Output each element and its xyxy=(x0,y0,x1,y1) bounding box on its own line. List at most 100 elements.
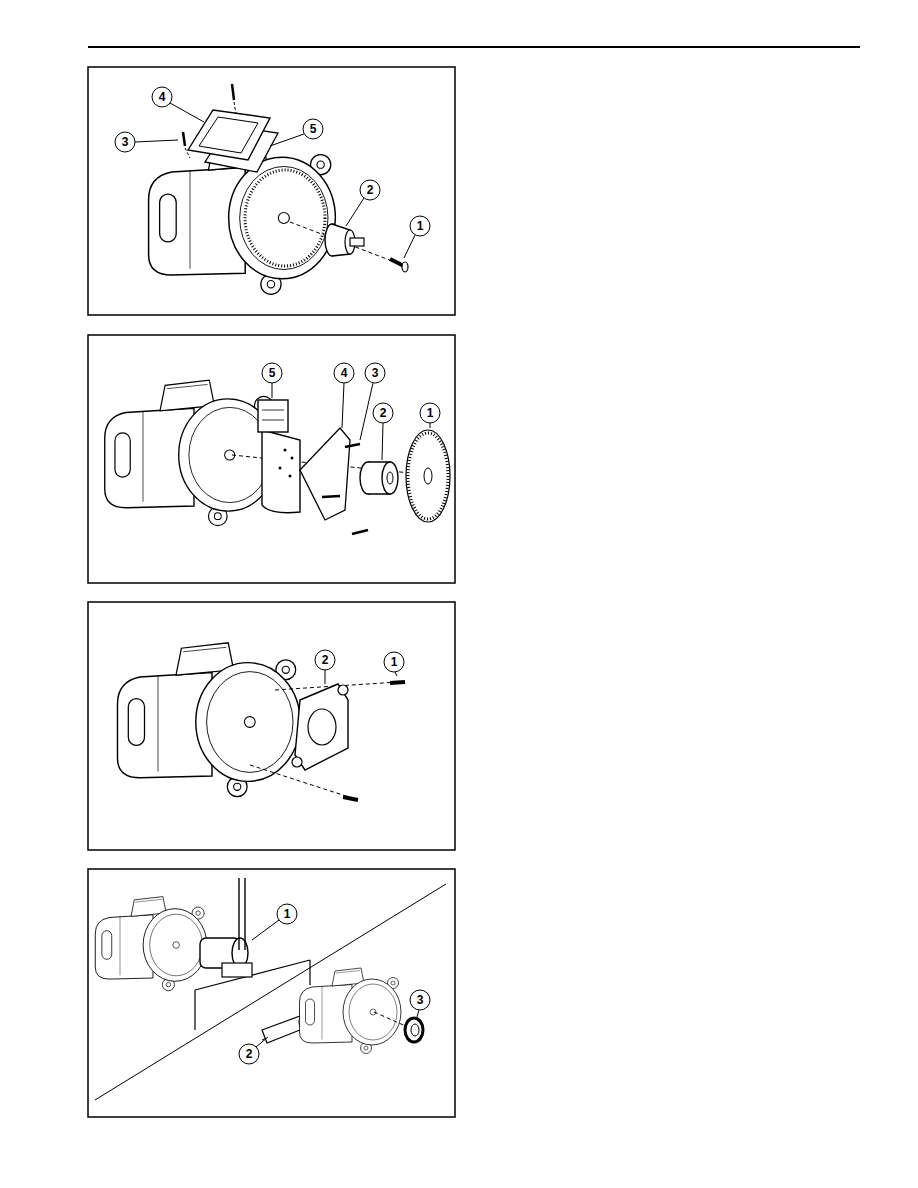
panel-four-leaders-part xyxy=(410,990,430,1010)
panel-two-leaders-part xyxy=(272,383,273,398)
panel-three-drawing-part xyxy=(292,757,302,767)
panel-three-drawing-part xyxy=(117,643,300,797)
panel-two-drawing-part xyxy=(262,410,284,420)
panel-one-drawing xyxy=(149,84,408,294)
panel-two-drawing-part xyxy=(300,428,350,520)
panel-two-leaders-part xyxy=(420,403,440,423)
panel-two-drawing-part xyxy=(406,430,450,522)
panel-two-leaders-part xyxy=(262,363,282,383)
panel-four-drawing-part xyxy=(95,897,207,991)
panel-one-drawing-part xyxy=(402,262,408,272)
panel-one-drawing-part xyxy=(234,102,236,114)
panel-one-drawing-part xyxy=(185,148,190,158)
panel-two-leaders-part xyxy=(360,383,373,440)
callout-number: 3 xyxy=(116,133,134,151)
panel-one-drawing-part xyxy=(199,117,258,153)
panel-four-drawing-part xyxy=(411,1024,419,1036)
callout-number: 3 xyxy=(411,991,429,1009)
panel-two-drawing-part-part xyxy=(291,457,294,460)
panel-two-leaders-part xyxy=(342,383,344,428)
callout-number: 2 xyxy=(240,1045,258,1063)
panel-two-leaders-part xyxy=(373,403,393,423)
panel-two-leaders-part xyxy=(430,423,431,428)
panel-three-leaders-part xyxy=(395,672,397,676)
panel-four-drawing xyxy=(95,878,446,1100)
panel-one-leaders-part xyxy=(115,132,135,152)
panel-four-leaders-part xyxy=(417,1010,419,1017)
panel-frames-part xyxy=(88,335,455,583)
panel-two-drawing-part xyxy=(352,530,368,534)
panel-one-leaders-part xyxy=(360,180,380,200)
panel-three-drawing-part xyxy=(250,765,352,798)
panel-three-drawing-part xyxy=(390,682,405,683)
panel-four-leaders-part xyxy=(252,920,279,940)
callout-number: 5 xyxy=(304,120,322,138)
panel-two-leaders-part xyxy=(365,363,385,383)
panel-three-drawing xyxy=(117,643,405,800)
panel-one-leaders-part xyxy=(346,198,364,226)
panel-four-leaders xyxy=(239,904,430,1064)
panel-two-drawing-part-part xyxy=(289,475,292,478)
panel-four-drawing-part xyxy=(244,878,245,950)
header-rule xyxy=(88,47,860,48)
panel-three-drawing-part xyxy=(338,685,348,695)
panel-four-drawing-part xyxy=(300,968,402,1054)
panel-two-drawing-part-part xyxy=(284,449,287,452)
callout-number: 3 xyxy=(366,364,384,382)
panel-four-drawing-part xyxy=(95,884,446,1100)
callout-number: 1 xyxy=(411,217,429,235)
panel-three-drawing-part xyxy=(343,797,358,800)
header-rule-part xyxy=(88,46,860,48)
panel-two-leaders-part xyxy=(382,423,383,460)
panel-two-leaders-part xyxy=(334,363,354,383)
callout-number: 1 xyxy=(278,905,296,923)
panel-frames-part xyxy=(88,602,455,850)
panel-three-drawing-part xyxy=(308,709,336,745)
panel-one-drawing-part xyxy=(290,222,400,264)
panel-four-drawing-part xyxy=(405,1018,423,1042)
panel-four-drawing-part xyxy=(262,1016,305,1043)
panel-two-leaders xyxy=(262,363,440,460)
panel-one-drawing-part xyxy=(350,238,364,246)
panel-three-leaders-part xyxy=(325,670,326,684)
panel-one-drawing-part xyxy=(245,170,325,266)
panel-frames-part xyxy=(88,67,455,315)
panel-one-leaders-part xyxy=(410,216,430,236)
panel-one-leaders-part xyxy=(303,119,323,139)
callout-number: 2 xyxy=(374,404,392,422)
panel-two-drawing-part xyxy=(345,444,360,447)
panel-one-leaders-part xyxy=(404,235,415,258)
panel-three-leaders xyxy=(315,650,404,684)
panel-frames xyxy=(88,67,455,1117)
panel-two-drawing-part xyxy=(105,380,278,525)
panel-two-drawing-part xyxy=(424,468,432,484)
panel-two-drawing-part-part xyxy=(279,467,282,470)
panel-one-drawing-part xyxy=(188,110,270,160)
callout-number: 4 xyxy=(153,88,171,106)
callout-number: 1 xyxy=(385,653,403,671)
panel-one-drawing-part xyxy=(232,84,234,100)
panel-two-drawing-part xyxy=(408,433,448,519)
panel-two-drawing xyxy=(105,380,450,534)
panel-one-drawing-part xyxy=(183,132,185,146)
panel-four-leaders-part xyxy=(277,904,297,924)
panel-one-leaders-part xyxy=(270,134,304,146)
callout-number: 4 xyxy=(335,364,353,382)
callout-number: 2 xyxy=(361,181,379,199)
panel-frames-part xyxy=(88,869,455,1117)
panel-one-leaders-part xyxy=(135,140,178,142)
panel-one-leaders-part xyxy=(152,87,172,107)
panel-two-drawing-part xyxy=(322,496,340,497)
panel-four-drawing-part xyxy=(222,963,252,977)
panel-three-drawing-part xyxy=(295,684,348,770)
panel-four-drawing-part xyxy=(238,878,239,950)
panel-two-drawing-part xyxy=(382,462,398,494)
panel-two-drawing-part xyxy=(258,400,288,432)
panel-one-leaders xyxy=(115,87,430,258)
panel-two-drawing-part xyxy=(262,430,300,513)
panel-two-drawing-part xyxy=(279,449,294,478)
panel-four-leaders-part xyxy=(256,1037,268,1047)
panel-three-leaders-part xyxy=(384,652,404,672)
